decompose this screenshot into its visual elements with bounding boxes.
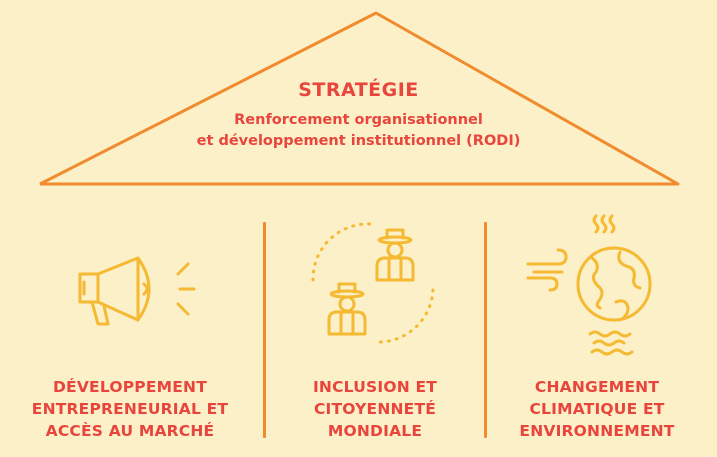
megaphone-icon <box>78 256 196 326</box>
strategy-subtitle-line2: et développement institutionnel (RODI) <box>196 133 521 149</box>
farmers-icon <box>311 222 435 344</box>
globe-climate-icon <box>526 214 652 356</box>
pillar-label-climate: CHANGEMENT CLIMATIQUE ET ENVIRONNEMENT <box>519 378 675 440</box>
strategy-title: STRATÉGIE <box>298 79 419 101</box>
pillar-label-inclusion: INCLUSION ET CITOYENNETÉ MONDIALE <box>312 378 438 440</box>
pillar-label-entrepreneurship: DÉVELOPPEMENT ENTREPRENEURIAL ET ACCÈS A… <box>31 378 229 440</box>
strategy-subtitle-line1: Renforcement organisationnel <box>234 112 483 128</box>
pillar-divider-right <box>484 222 487 438</box>
pillar-divider-left <box>263 222 266 438</box>
roof-outline <box>39 11 680 186</box>
